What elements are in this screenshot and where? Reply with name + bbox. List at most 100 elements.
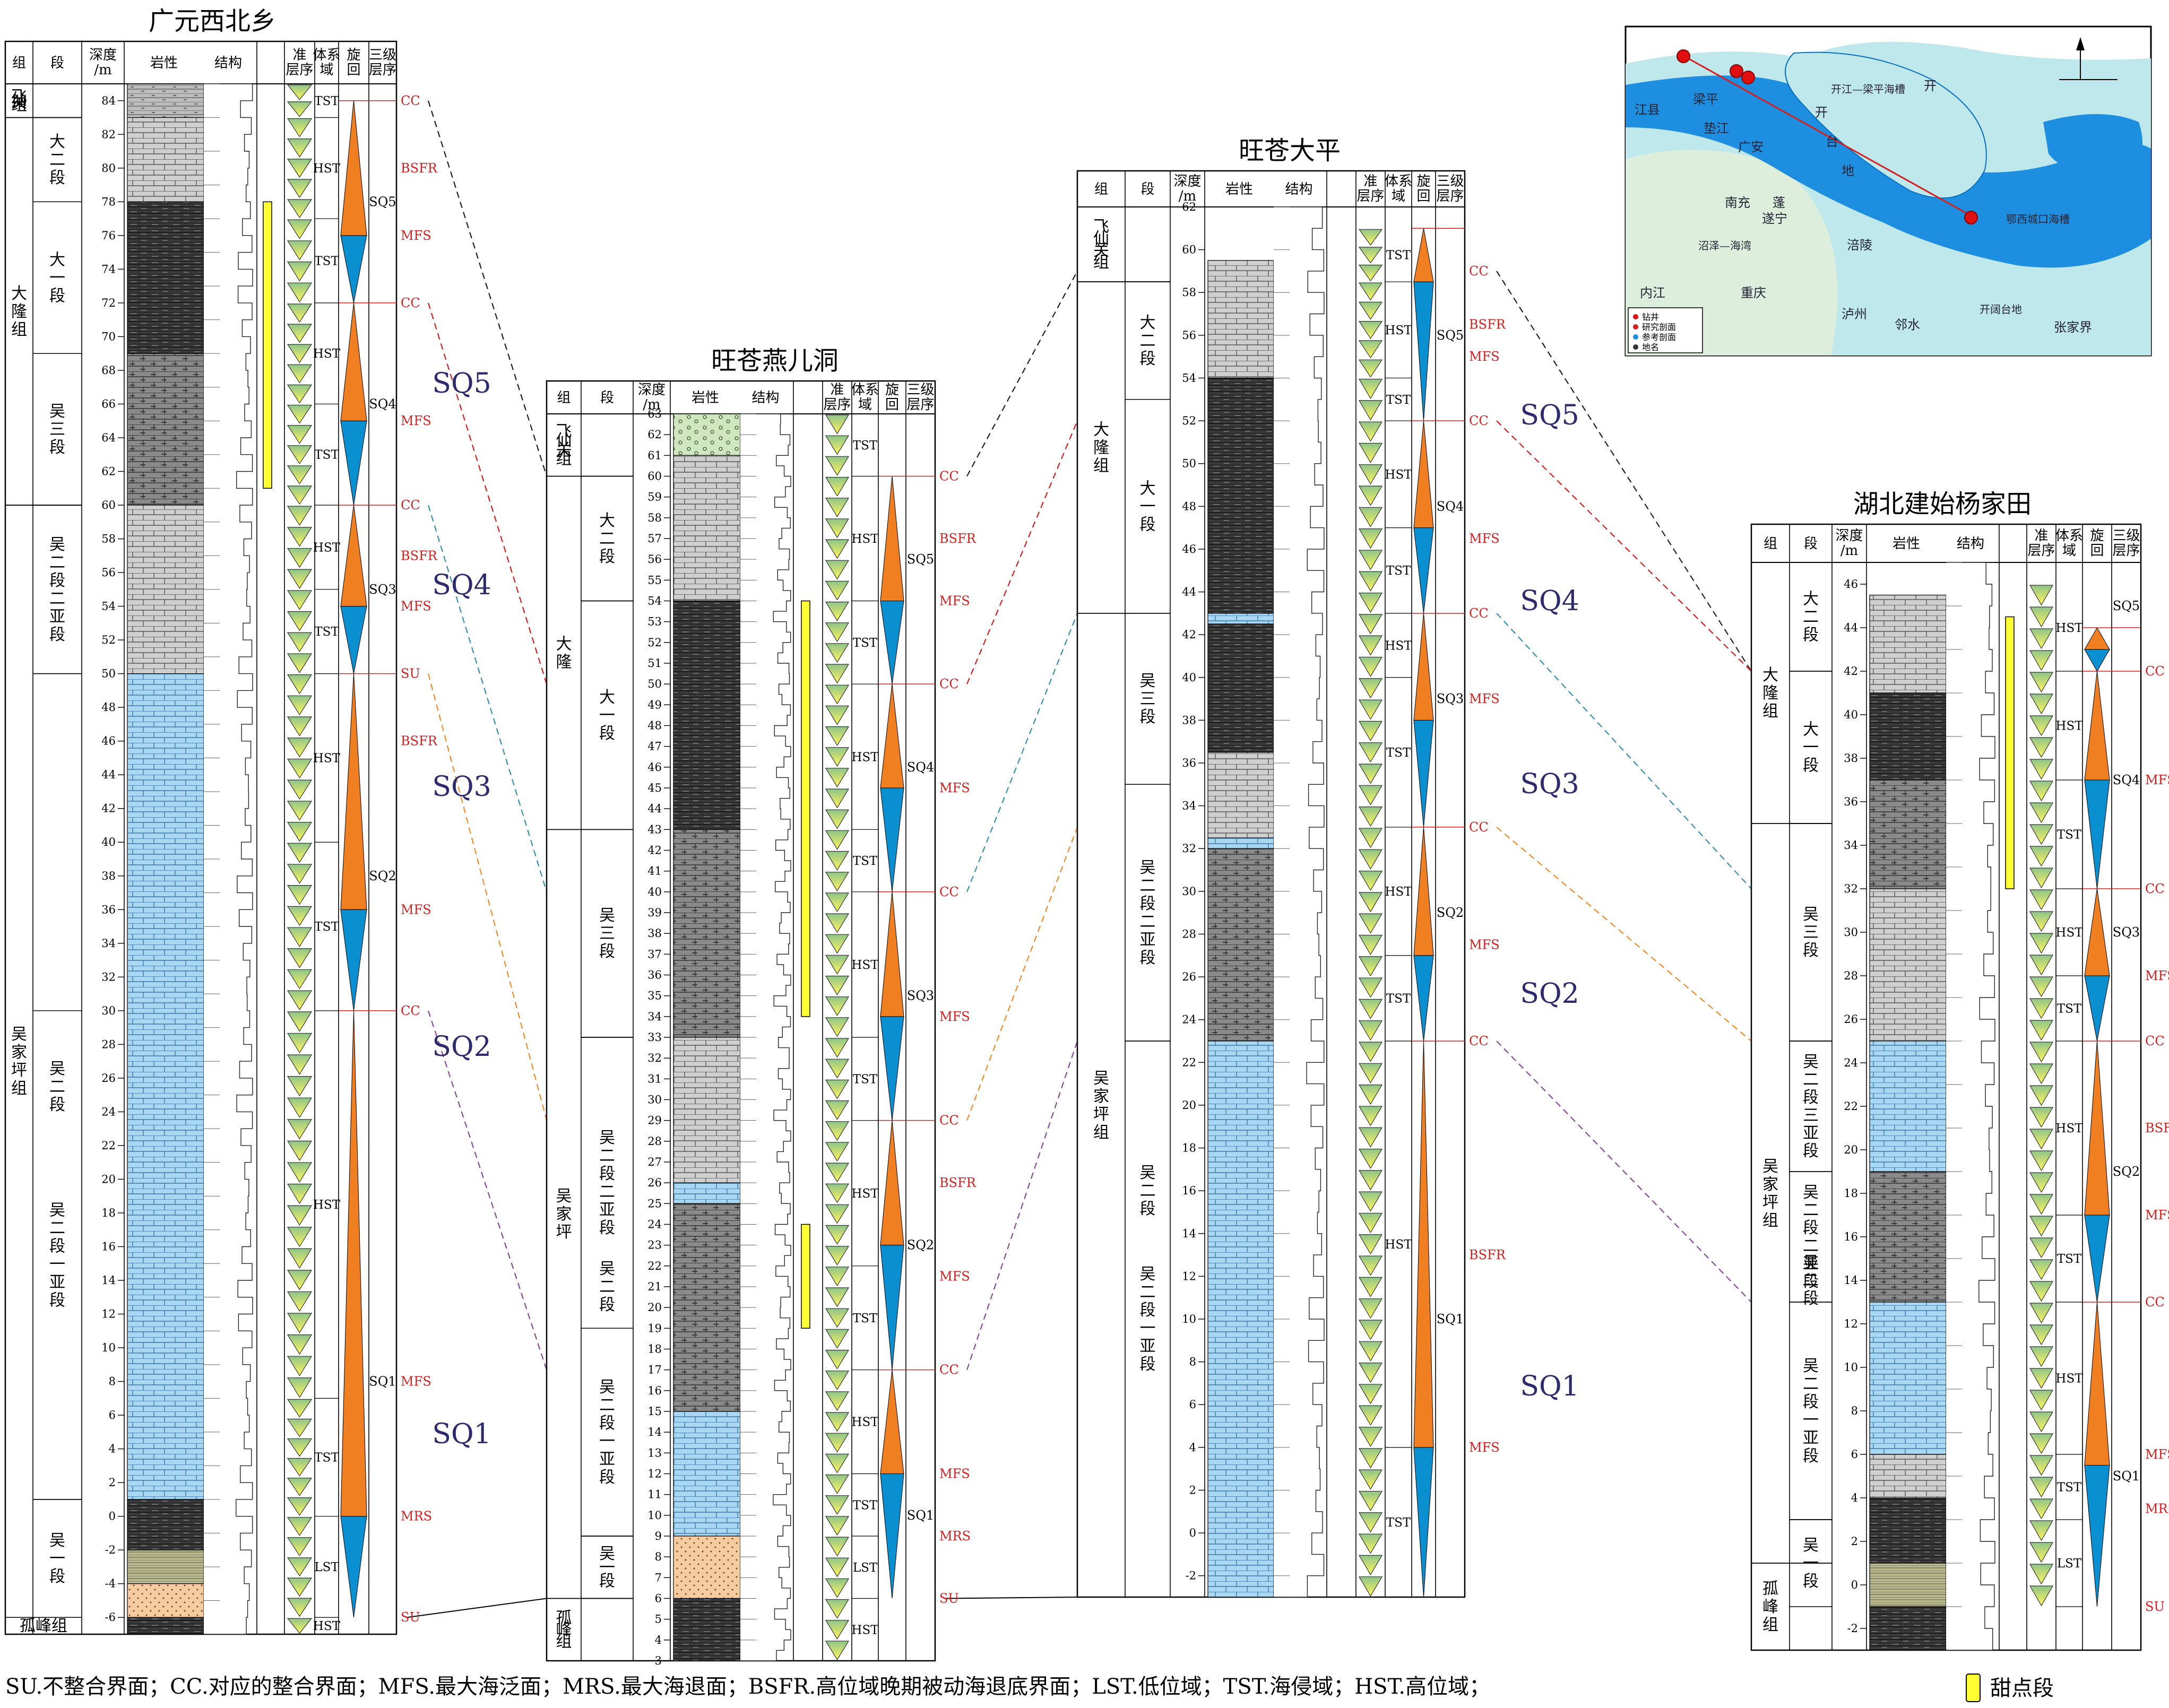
member-label-char: 吴: [1803, 1536, 1819, 1555]
lithology-unit: [673, 600, 741, 830]
transgressive-cycle: [340, 606, 367, 674]
member-label-char: 大: [599, 511, 615, 530]
header-label: 三级: [1436, 174, 1464, 189]
parasequence-triangle: [1358, 1106, 1383, 1126]
group-label-char: 吴: [556, 1187, 572, 1206]
parasequence-triangle: [287, 118, 313, 137]
member-label-char: 一: [1803, 1554, 1819, 1573]
depth-tick-label: 63: [647, 408, 662, 420]
group-label-char: 大: [556, 635, 572, 653]
sequence-label: SQ1: [369, 1374, 396, 1389]
depth-tick-label: 32: [647, 1052, 662, 1064]
member-label-char: 二: [1803, 1201, 1819, 1220]
parasequence-triangle: [1358, 1320, 1383, 1340]
parasequence-triangle: [1358, 1555, 1383, 1575]
member-label-char: 大: [49, 133, 65, 151]
group-label-char: 家: [11, 1043, 27, 1062]
depth-tick-label: 60: [101, 499, 116, 511]
depth-tick-label: 0: [109, 1510, 116, 1523]
lithology-unit: [1869, 779, 1947, 889]
column-title: 旺苍燕儿洞: [711, 346, 839, 376]
sequence-label: SQ2: [1437, 905, 1464, 920]
member-label-char: 亚: [49, 1273, 65, 1291]
parasequence-triangle: [825, 1142, 850, 1162]
depth-tick-label: 46: [1182, 543, 1196, 556]
parasequence-triangle: [825, 1225, 850, 1245]
depth-tick-label: 6: [1851, 1448, 1858, 1461]
depth-tick-label: 38: [101, 870, 116, 882]
member-label-char: 二: [49, 1219, 65, 1237]
sequence-label: SQ1: [1437, 1312, 1464, 1326]
parasequence-triangle: [287, 948, 313, 968]
group-label-char: 家: [556, 1205, 572, 1224]
header-label: 三级: [906, 382, 934, 398]
depth-tick-label: -2: [1847, 1622, 1858, 1635]
parasequence-triangle: [1358, 1127, 1383, 1148]
parasequence-triangle: [287, 219, 313, 239]
depth-tick-label: 26: [647, 1176, 662, 1189]
member-label-char: 段: [1803, 1289, 1819, 1308]
depth-tick-label: 12: [101, 1308, 116, 1321]
depth-tick-label: 18: [1844, 1187, 1858, 1200]
member-label-char: 段: [49, 626, 65, 644]
member-label: 吴一段: [599, 1545, 615, 1590]
parasequence-triangle: [825, 1183, 850, 1203]
header-label: 层序: [906, 397, 934, 413]
depth-tick-label: 48: [101, 701, 116, 714]
lithology-unit: [127, 505, 204, 674]
surface-label: MRS: [2145, 1502, 2169, 1516]
parasequence-triangle: [825, 664, 850, 684]
depth-tick-label: 0: [1189, 1527, 1196, 1539]
member-label-char: 亚: [1803, 1429, 1819, 1447]
member-label-char: 段: [599, 1468, 615, 1487]
group-label-char: 大: [1093, 420, 1109, 439]
header-label: 岩性: [1225, 181, 1253, 197]
systems-tract-label: HST: [851, 958, 879, 972]
regressive-cycle: [2084, 627, 2110, 650]
member-label-char: 段: [599, 1296, 615, 1314]
surface-label: MFS: [2145, 1447, 2169, 1462]
depth-tick-label: 72: [101, 297, 116, 309]
depth-tick-label: 58: [101, 533, 116, 545]
correlation-line: [427, 505, 548, 892]
parasequence-triangle: [287, 1097, 313, 1118]
member-label-char: 段: [1803, 1572, 1819, 1591]
transgressive-cycle: [2084, 1215, 2110, 1303]
transgressive-cycle: [340, 235, 367, 303]
lithology-unit: [1869, 1302, 1947, 1455]
parasequence-triangle: [825, 996, 850, 1016]
parasequence-triangle: [287, 1577, 313, 1597]
member-label-char: 段: [1140, 350, 1156, 368]
surface-label: MRS: [939, 1529, 971, 1544]
sequence-label: SQ5: [369, 194, 396, 209]
parasequence-triangle: [287, 695, 313, 716]
parasequence-triangle: [1358, 1148, 1383, 1169]
systems-tract-label: HST: [313, 347, 341, 361]
group-label: 大隆组: [1093, 420, 1109, 475]
group-label-char: 组: [556, 450, 572, 469]
transgressive-cycle: [1413, 527, 1434, 613]
systems-tract-label: TST: [2057, 1002, 2082, 1016]
transgressive-cycle: [340, 420, 367, 506]
depth-tick-label: 44: [1844, 621, 1858, 634]
weathering-profile: [204, 83, 253, 1635]
parasequence-triangle: [287, 590, 313, 610]
header-label: 回: [2090, 543, 2104, 559]
systems-tract-label: HST: [851, 750, 879, 764]
depth-tick-label: 14: [647, 1426, 662, 1438]
correlation-line: [966, 271, 1078, 477]
member-label-char: 一: [49, 1549, 65, 1568]
depth-tick-label: 28: [101, 1038, 116, 1051]
member-label: 大二段: [599, 511, 615, 566]
correlation-line: [1496, 420, 1752, 672]
parasequence-triangle: [825, 1038, 850, 1058]
parasequence-triangle: [287, 1557, 313, 1577]
parasequence-triangle: [2029, 737, 2054, 758]
lithology-unit: [1869, 594, 1947, 693]
regressive-cycle: [2084, 671, 2110, 781]
depth-tick-label: 40: [647, 886, 662, 898]
member-label-char: 吴: [1140, 859, 1156, 877]
surface-label: MFS: [1469, 349, 1500, 364]
depth-tick-label: 8: [1189, 1356, 1196, 1368]
